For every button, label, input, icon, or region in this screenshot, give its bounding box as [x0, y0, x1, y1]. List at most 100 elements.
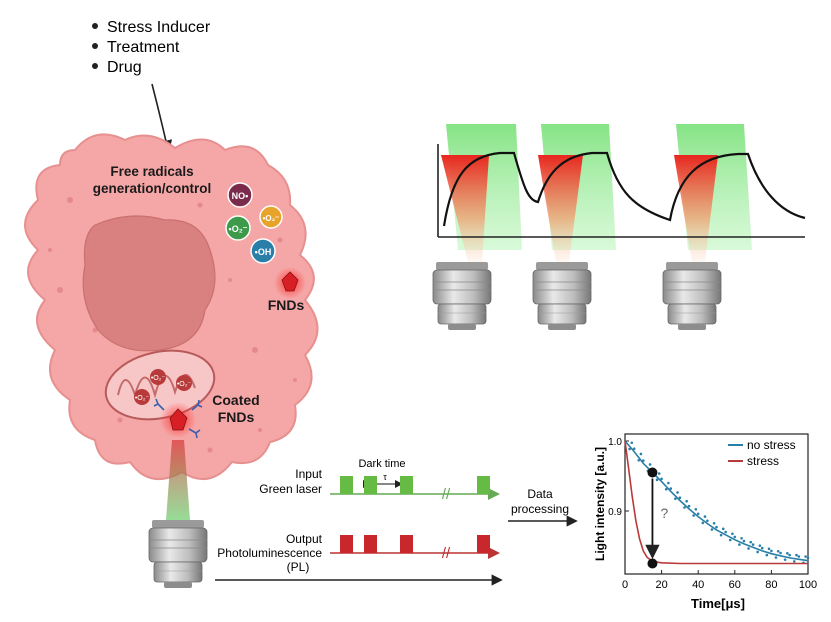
series-point-0: [770, 549, 773, 553]
series-point-0: [676, 491, 679, 494]
bullet-drug: Drug: [107, 59, 142, 76]
objective-lens-1: [432, 261, 492, 331]
series-point-0: [779, 551, 782, 555]
legend-no-stress: no stress: [747, 438, 796, 452]
species-o2: •O₂⁻: [229, 224, 248, 234]
series-point-0: [660, 477, 663, 481]
output-label-3: (PL): [287, 560, 310, 574]
series-point-0: [806, 556, 810, 560]
series-point-0: [710, 528, 714, 531]
series-point-0: [747, 547, 750, 550]
mito-species-2: •O₂⁻: [177, 381, 192, 388]
series-point-0: [706, 519, 709, 523]
x-tick-label: 40: [692, 579, 704, 591]
ros-species: NO• •O₂⁻ •O₂⁻ •OH: [225, 182, 283, 264]
series-point-0: [733, 535, 737, 539]
fnd-icon: [281, 271, 299, 292]
series-point-0: [703, 515, 707, 518]
series-point-0: [687, 504, 691, 508]
series-point-0: [765, 553, 769, 557]
pl-response-curve: [442, 151, 806, 227]
series-point-0: [664, 488, 668, 491]
data-processing-label-2: processing: [511, 502, 569, 516]
series-point-0: [788, 553, 791, 557]
output-label-1: Output: [286, 532, 323, 546]
series-point-0: [674, 497, 677, 501]
series-point-0: [637, 458, 641, 462]
series-point-0: [632, 447, 636, 451]
series-point-0: [630, 441, 634, 445]
fnds-label: FNDs: [268, 297, 305, 313]
series-point-0: [692, 514, 695, 517]
species-oh: •OH: [255, 247, 272, 257]
series-point-0: [712, 521, 716, 525]
series-point-0: [628, 447, 631, 451]
series-point-0: [694, 507, 698, 511]
cell-speckles: [48, 197, 297, 453]
x-tick-label: 0: [622, 579, 628, 591]
species-no: NO•: [232, 191, 249, 201]
series-point-0: [721, 527, 725, 531]
tau-label: τ: [383, 472, 387, 482]
series-point-0: [760, 546, 764, 550]
mito-species-3: •O₂⁻: [135, 395, 150, 402]
series-point-0: [774, 556, 778, 559]
bullet-stress-inducer: Stress Inducer: [107, 19, 211, 36]
series-point-0: [657, 472, 661, 475]
series-point-0: [685, 499, 688, 503]
chart-xlabel: Time[μs]: [691, 596, 745, 611]
series-point-0: [715, 525, 718, 529]
species-o2b: •O₂⁻: [263, 214, 280, 223]
x-tick-label: 60: [729, 579, 741, 591]
series-point-0: [795, 553, 798, 557]
series-point-0: [783, 558, 787, 561]
input-label-1: Input: [295, 467, 322, 481]
objective-lens-3: [662, 261, 722, 331]
green-laser-pulses: [340, 476, 490, 494]
excitation-beam: [166, 440, 190, 520]
coating-ligands: [153, 398, 203, 439]
series-point-0: [719, 533, 723, 537]
data-processing-label-1: Data: [527, 487, 553, 501]
series-point-0: [776, 549, 780, 553]
mito-species-1: •O₂⁻: [151, 375, 166, 382]
coated-label-2: FNDs: [218, 409, 255, 425]
series-point-0: [696, 512, 700, 516]
chart-legend: no stress stress: [728, 438, 796, 468]
series-point-0: [756, 550, 759, 554]
question-annotation: ?: [660, 505, 668, 521]
y-tick-label: 0.9: [608, 507, 622, 518]
objective-lens-main: [148, 519, 208, 589]
pulse-diagram: [432, 124, 806, 331]
cell: •O₂⁻ •O₂⁻ •O₂⁻ Free radicals generation/…: [24, 133, 319, 481]
series-point-0: [655, 478, 659, 482]
series-point-0: [797, 555, 801, 558]
series-point-0: [740, 537, 743, 540]
series-point-0: [669, 487, 673, 490]
radicals-label-1: Free radicals: [110, 164, 193, 179]
series-point-0: [738, 543, 741, 546]
dark-time-label: Dark time: [358, 458, 405, 470]
red-break-mark: //: [442, 545, 451, 562]
radicals-label-2: generation/control: [93, 181, 212, 196]
series-point-0: [786, 552, 789, 555]
bullet-treatment: Treatment: [107, 39, 180, 56]
coated-label-1: Coated: [212, 392, 259, 408]
input-label-2: Green laser: [259, 482, 322, 496]
objective-lens-2: [532, 261, 592, 331]
output-label-2: Photoluminescence: [217, 546, 322, 560]
x-tick-label: 20: [655, 579, 667, 591]
series-point-0: [642, 459, 645, 462]
series-point-0: [667, 481, 670, 485]
series-point-0: [683, 506, 686, 509]
mitochondrion: •O₂⁻ •O₂⁻ •O₂⁻: [104, 349, 216, 421]
series-point-0: [639, 452, 643, 456]
coated-fnd-icon: [169, 408, 188, 431]
series-point-0: [678, 496, 682, 500]
x-tick-label: 80: [765, 579, 777, 591]
series-point-0: [728, 538, 732, 542]
pulse-sequence: Input Green laser Dark time τ // Output …: [215, 458, 578, 586]
